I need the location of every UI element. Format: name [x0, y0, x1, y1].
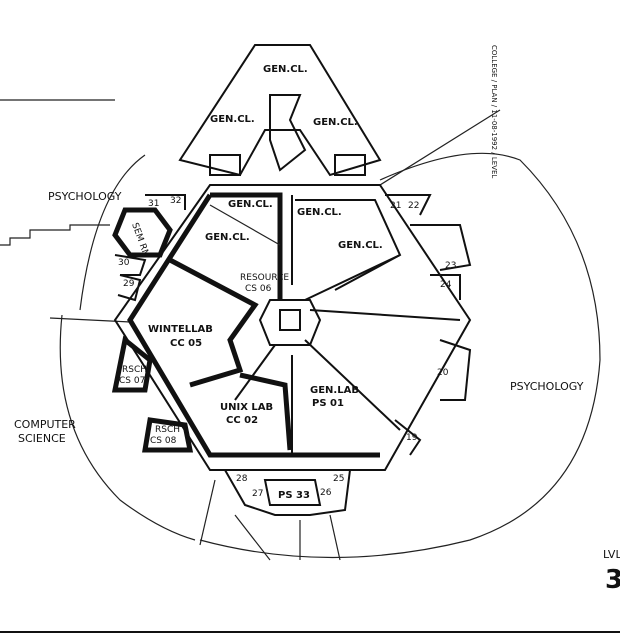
room-gen-cl-a: GEN.CL. — [228, 199, 273, 210]
room-rsch-07-code: CS 07 — [119, 376, 145, 386]
level-label: LVL — [603, 548, 620, 561]
gen-cl-right-block — [295, 199, 402, 291]
room-24: 24 — [440, 280, 452, 290]
zone-cs-line2: SCIENCE — [18, 432, 66, 445]
top-wing-label-3: GEN.CL. — [313, 117, 358, 128]
central-hub — [258, 299, 322, 346]
room-genlab: GEN.LAB — [310, 385, 359, 396]
left-rooms — [114, 194, 186, 302]
room-wintel-code: CC 05 — [170, 338, 202, 349]
room-unix: UNIX LAB — [220, 402, 273, 413]
gen-cl-block — [210, 192, 283, 300]
top-wing-label-2: GEN.CL. — [210, 114, 255, 125]
site-step-line — [0, 224, 110, 246]
room-wintel: WINTELLAB — [148, 324, 213, 335]
room-27: 27 — [252, 489, 263, 499]
arrow-line — [379, 109, 501, 186]
room-30: 30 — [118, 258, 130, 268]
top-wing-label-1: GEN.CL. — [263, 64, 308, 75]
cs-zone-boundary — [79, 154, 146, 311]
bottom-wing — [223, 469, 352, 516]
central-core — [279, 309, 301, 331]
zone-cs-line1: COMPUTER — [14, 418, 76, 431]
room-22: 22 — [408, 201, 419, 211]
room-gen-cl-b: GEN.CL. — [205, 232, 250, 243]
room-26: 26 — [320, 488, 332, 498]
room-25: 25 — [333, 474, 344, 484]
zone-psychology-right: PSYCHOLOGY — [510, 380, 584, 393]
psychology-zone-boundary — [199, 152, 601, 559]
top-wing-walls — [178, 44, 382, 177]
spoke-walls — [234, 254, 461, 431]
arrow-line-2 — [199, 479, 216, 546]
bottom-approach — [234, 514, 341, 561]
room-ps33: PS 33 — [278, 490, 310, 501]
room-unix-code: CC 02 — [226, 415, 258, 426]
room-29: 29 — [123, 279, 135, 289]
rsch-07-room — [111, 335, 153, 393]
stair-left — [209, 154, 241, 176]
room-rsch-08: RSCH — [155, 425, 180, 435]
rsch-08-room — [142, 417, 194, 453]
diagonal-partition — [209, 204, 281, 246]
room-resource: RESOURCE — [240, 273, 289, 283]
cs-zone-boundary-lower — [59, 314, 196, 541]
room-rsch-08-code: CS 08 — [150, 436, 177, 446]
room-rsch-07: RSCH — [122, 365, 147, 375]
top-wing-core — [269, 94, 307, 172]
room-28: 28 — [236, 474, 248, 484]
room-resource-code: CS 06 — [245, 284, 272, 294]
right-rooms — [385, 194, 472, 456]
room-19: 19 — [406, 433, 418, 443]
room-32: 32 — [170, 196, 181, 206]
zone-psychology-left: PSYCHOLOGY — [48, 190, 122, 203]
side-note: COLLEGE / PLAN / 11-08-1992 / LEVEL — [490, 45, 498, 178]
room-gen-cl-c: GEN.CL. — [297, 207, 342, 218]
room-gen-cl-d: GEN.CL. — [338, 240, 383, 251]
sem-room — [112, 207, 173, 258]
unix-wall — [239, 372, 293, 451]
level-number: 3 — [605, 565, 620, 595]
room-21: 21 — [390, 201, 401, 211]
room-23: 23 — [445, 261, 456, 271]
room-genlab-code: PS 01 — [312, 398, 344, 409]
corridor-left — [127, 193, 380, 458]
main-outline — [113, 184, 472, 471]
room-31: 31 — [148, 199, 159, 209]
stair-right — [334, 154, 366, 176]
wintel-wall — [168, 257, 259, 388]
room-20: 20 — [437, 368, 449, 378]
